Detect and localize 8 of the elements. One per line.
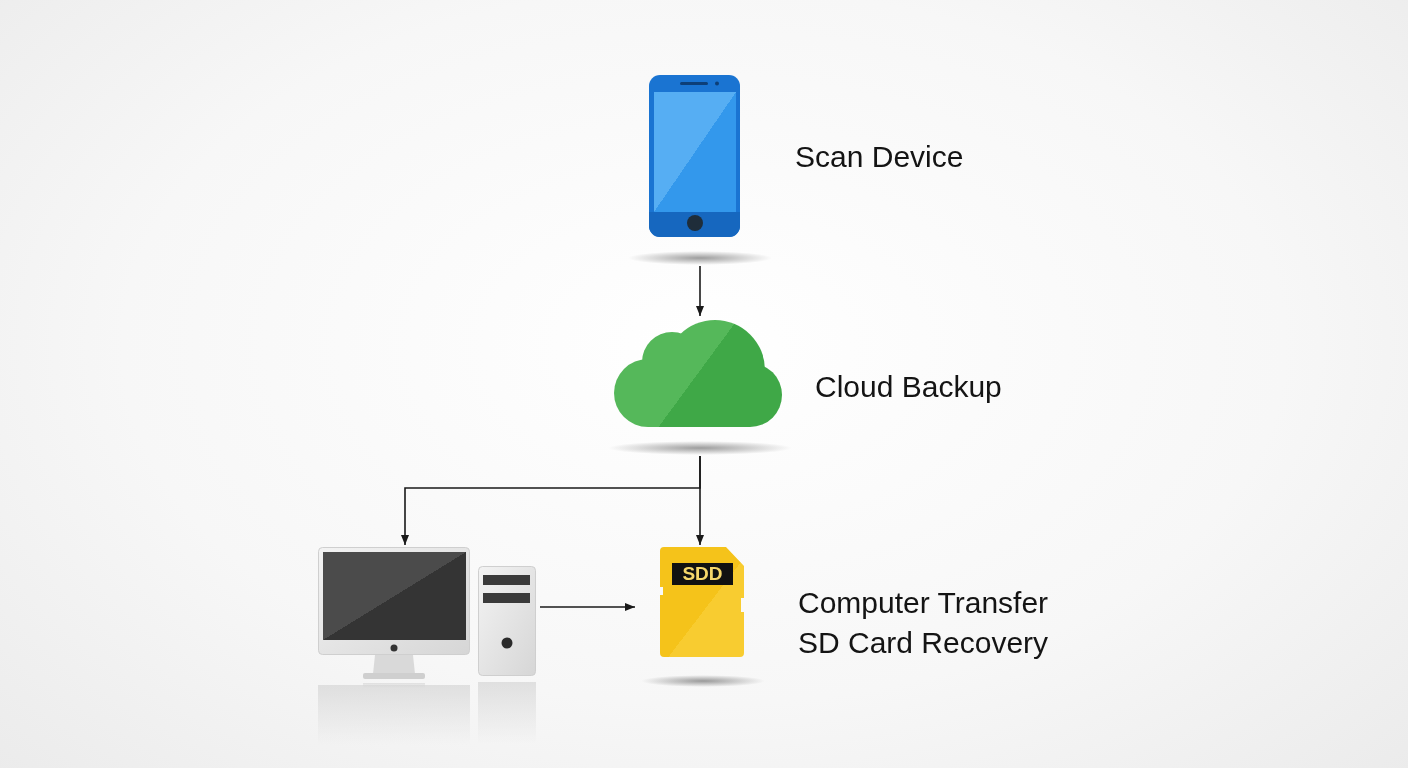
- arrow: [696, 455, 704, 546]
- node-caption: Scan Device: [795, 139, 964, 175]
- node-caption: SD Card Recovery: [798, 625, 1049, 661]
- node-caption: Computer Transfer: [798, 585, 1049, 621]
- node-caption: Cloud Backup: [815, 369, 1002, 405]
- arrow: [539, 603, 636, 611]
- card-label: SDD: [672, 563, 733, 585]
- arrow: [696, 265, 704, 317]
